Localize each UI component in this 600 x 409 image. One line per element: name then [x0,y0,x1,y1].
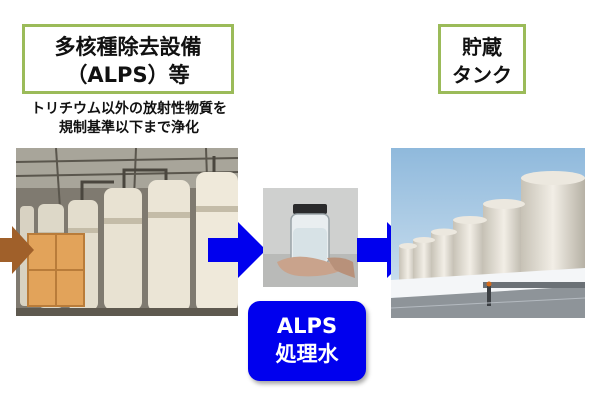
tank-label-line1: 貯蔵 [462,35,502,59]
flow-arrow-icon [208,222,266,278]
treated-water-sample-photo [263,188,358,287]
alps-equipment-photo [16,148,238,316]
purification-note-line1: トリチウム以外の放射性物質を [31,101,227,117]
treated-water-line2: 処理水 [275,342,339,366]
treated-water-line1: ALPS [276,314,338,338]
alps-label-line2: （ALPS）等 [66,63,190,87]
purification-note: トリチウム以外の放射性物質を 規制基準以下まで浄化 [0,100,258,138]
alps-equipment-label-box: 多核種除去設備 （ALPS）等 [22,24,234,94]
storage-tank-photo [391,148,585,318]
alps-label-line1: 多核種除去設備 [54,35,202,59]
purification-note-line2: 規制基準以下まで浄化 [59,120,199,136]
storage-tank-label-box: 貯蔵 タンク [438,24,526,94]
inflow-arrow-icon [0,226,34,274]
alps-treated-water-badge: ALPS 処理水 [248,301,366,381]
tank-label-line2: タンク [452,63,512,87]
